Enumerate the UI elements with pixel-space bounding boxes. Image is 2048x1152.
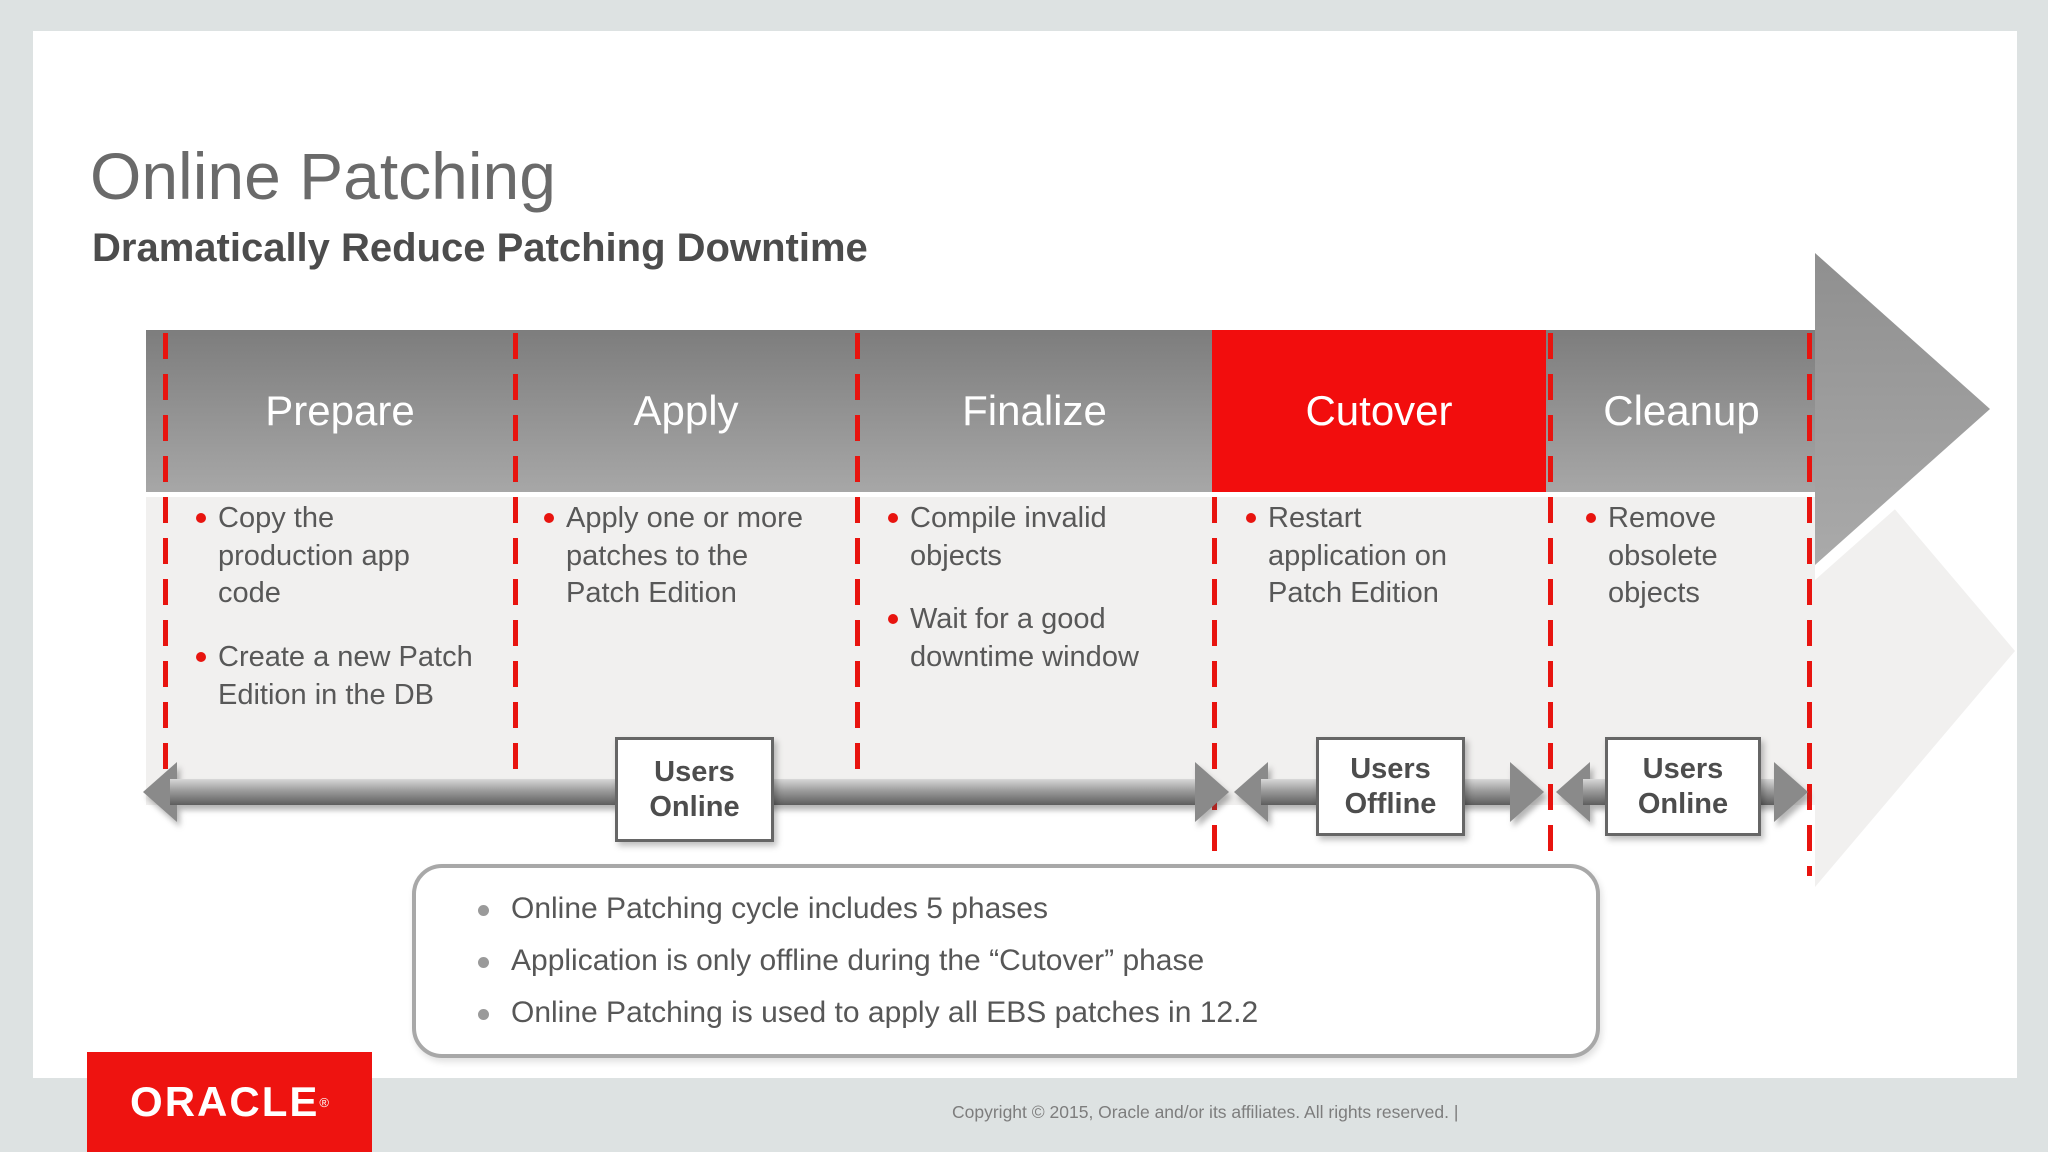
phase-label-cleanup: Cleanup [1603, 387, 1760, 434]
red-bullet-icon [888, 614, 898, 625]
list-item: Apply one or more patches to the Patch E… [544, 500, 834, 613]
cutover-highlight-block [1212, 330, 1546, 492]
status-box-users-online-1: Users Online [615, 737, 774, 842]
gray-bullet-icon [478, 905, 489, 916]
phase-bullets-apply: Apply one or more patches to the Patch E… [544, 500, 834, 639]
page-subtitle: Dramatically Reduce Patching Downtime [92, 226, 868, 270]
red-bullet-icon [544, 513, 554, 523]
arrow-right-icon [1774, 762, 1808, 822]
red-bullet-icon [888, 513, 898, 523]
phase-label-prepare: Prepare [265, 387, 415, 434]
list-item: Compile invalid objects [888, 500, 1178, 575]
arrow-right-icon [1195, 762, 1229, 822]
phase-label-apply: Apply [633, 387, 739, 434]
red-bullet-icon [1586, 513, 1596, 523]
phase-separator-6 [1807, 333, 1812, 876]
list-item: Remove obsolete objects [1586, 500, 1796, 613]
phase-separator-5 [1548, 333, 1553, 876]
phase-separator-1 [163, 333, 168, 777]
status-box-users-online-2: Users Online [1605, 737, 1761, 836]
red-bullet-icon [196, 513, 206, 523]
phase-separator-2 [513, 333, 518, 777]
gray-bullet-icon [478, 1009, 489, 1020]
phase-bullets-finalize: Compile invalid objects Wait for a good … [888, 500, 1178, 703]
list-item: Wait for a good downtime window [888, 601, 1178, 676]
copyright-text: Copyright © 2015, Oracle and/or its affi… [952, 1102, 1459, 1122]
red-bullet-icon [196, 652, 206, 663]
phase-separator-4 [1212, 333, 1217, 876]
phase-label-cutover: Cutover [1305, 387, 1453, 434]
phase-bullets-cutover: Restart application on Patch Edition [1246, 500, 1516, 639]
list-item: Restart application on Patch Edition [1246, 500, 1516, 613]
page-title: Online Patching [90, 139, 556, 213]
list-item: Copy the production app code [196, 500, 486, 613]
phase-label-finalize: Finalize [962, 387, 1107, 434]
phase-separator-3 [855, 333, 860, 777]
arrow-right-icon [1510, 762, 1544, 822]
phase-bullets-prepare: Copy the production app code Create a ne… [196, 500, 486, 740]
list-item: Create a new Patch Edition in the DB [196, 639, 486, 714]
oracle-logo: ORACLE® [87, 1052, 372, 1152]
red-bullet-icon [1246, 513, 1256, 523]
summary-item: Online Patching is used to apply all EBS… [478, 996, 1576, 1030]
status-box-users-offline: Users Offline [1316, 737, 1465, 836]
phase-bullets-cleanup: Remove obsolete objects [1586, 500, 1796, 639]
content-panel [146, 497, 1815, 805]
summary-item: Online Patching cycle includes 5 phases [478, 892, 1576, 926]
summary-item: Application is only offline during the “… [478, 944, 1576, 978]
summary-box: Online Patching cycle includes 5 phases … [412, 864, 1600, 1058]
gray-bullet-icon [478, 957, 489, 968]
